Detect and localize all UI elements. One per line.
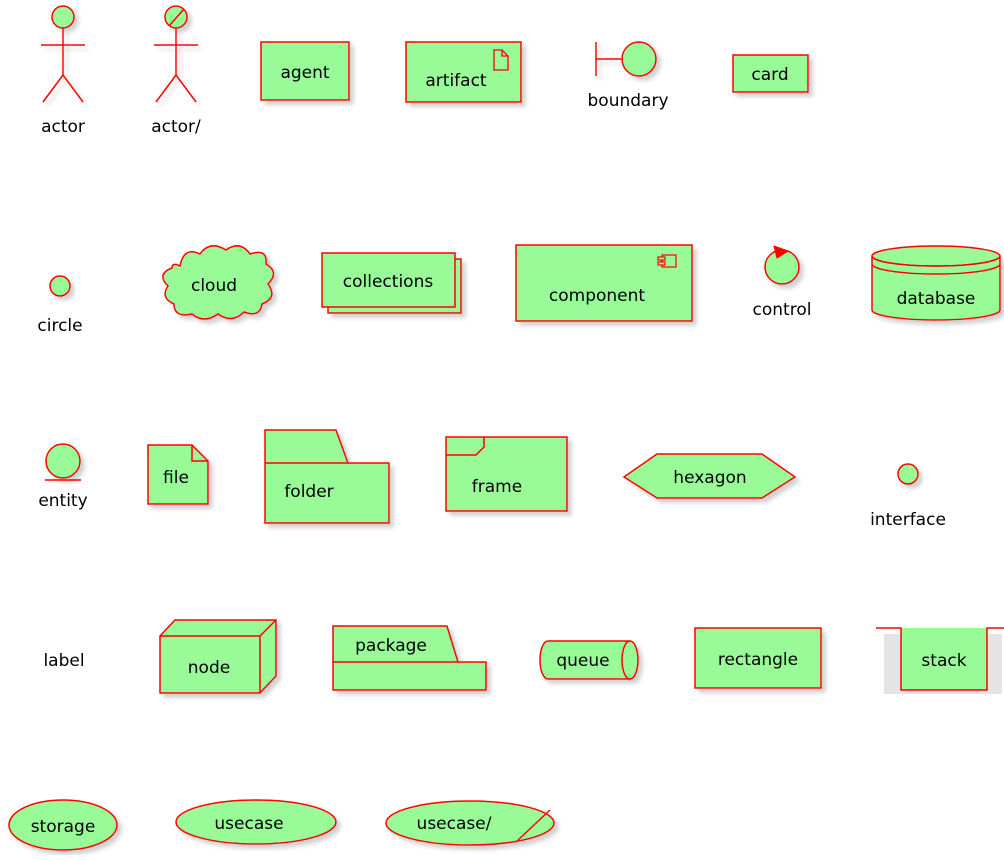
business-actor-label: actor/	[151, 117, 201, 137]
business-usecase-label: usecase/	[417, 814, 492, 834]
label-element: label	[43, 651, 84, 671]
circle-element: circle	[37, 275, 83, 336]
component-icon	[657, 254, 677, 268]
file-label: file	[163, 468, 189, 488]
actor-element: actor	[41, 5, 85, 137]
component-label: component	[549, 286, 646, 306]
agent-label: agent	[280, 63, 329, 83]
entity-label: entity	[38, 491, 87, 511]
storage-label: storage	[31, 817, 96, 837]
hexagon-element: hexagon	[622, 453, 797, 499]
artifact-icon	[493, 49, 509, 71]
package-element: package	[332, 625, 487, 691]
rectangle-label: rectangle	[718, 650, 798, 670]
usecase-element: usecase	[175, 799, 337, 845]
database-element: database	[871, 245, 1001, 321]
control-label: control	[753, 300, 812, 320]
folder-label: folder	[284, 482, 333, 502]
interface-element: interface	[870, 463, 946, 530]
stack-label: stack	[921, 651, 966, 671]
collections-element: collections	[321, 252, 462, 314]
cloud-label: cloud	[191, 276, 237, 296]
label-text: label	[43, 651, 84, 671]
hexagon-label: hexagon	[673, 468, 746, 488]
usecase-label: usecase	[214, 814, 283, 834]
storage-element: storage	[8, 799, 118, 851]
stack-element: stack	[876, 627, 1004, 694]
frame-label: frame	[472, 477, 522, 497]
circle-label: circle	[37, 316, 82, 336]
card-element: card	[732, 54, 809, 93]
artifact-label: artifact	[425, 71, 487, 91]
folder-element: folder	[264, 429, 390, 524]
frame-element: frame	[445, 436, 568, 512]
component-element: component	[515, 244, 693, 322]
cloud-element: cloud	[162, 245, 275, 320]
queue-label: queue	[556, 651, 609, 671]
file-element: file	[147, 444, 209, 505]
interface-label: interface	[870, 510, 946, 530]
card-label: card	[751, 65, 788, 85]
control-element: control	[753, 245, 812, 320]
artifact-element: artifact	[405, 41, 522, 103]
rectangle-element: rectangle	[694, 627, 822, 689]
business-usecase-element: usecase/	[385, 800, 555, 846]
node-label: node	[188, 658, 230, 678]
agent-element: agent	[260, 41, 350, 101]
control-arrow-icon	[773, 245, 790, 259]
business-actor-element: actor/	[151, 5, 201, 137]
node-element: node	[159, 619, 277, 694]
queue-element: queue	[539, 640, 639, 680]
package-label: package	[355, 636, 427, 656]
database-label: database	[897, 289, 976, 309]
entity-element: entity	[38, 443, 88, 511]
actor-label: actor	[41, 117, 85, 137]
boundary-label: boundary	[588, 91, 669, 111]
collections-label: collections	[343, 272, 434, 292]
boundary-element: boundary	[588, 41, 669, 111]
